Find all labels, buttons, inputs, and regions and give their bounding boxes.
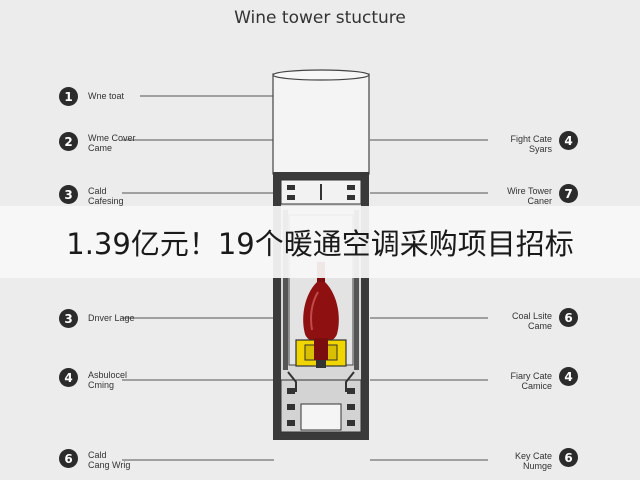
- callout-badge: 3: [59, 185, 78, 204]
- banner-text: 1.39亿元！19个暖通空调采购项目招标: [66, 227, 574, 261]
- callout-label: Key Cate Numge: [514, 451, 552, 471]
- callout-badge: 2: [59, 132, 78, 151]
- callout-label: Fiary Cate Camice: [510, 371, 552, 391]
- callout-label: Wme Cover Came: [88, 133, 136, 153]
- callout-badge: 4: [559, 131, 578, 150]
- callout-label: Wne toat: [88, 91, 125, 101]
- callout-badge: 6: [559, 448, 578, 467]
- callout-label: Dnver Lage: [88, 313, 135, 323]
- callout-badge: 6: [559, 308, 578, 327]
- callout-label: Fight Cate Syars: [510, 134, 552, 154]
- callout-badge: 3: [59, 309, 78, 328]
- headline-banner: 1.39亿元！19个暖通空调采购项目招标: [0, 206, 640, 278]
- callout-label: Asbulocel Cming: [88, 370, 128, 390]
- callout-badge: 1: [59, 87, 78, 106]
- diagram-title: Wine tower stucture: [234, 8, 406, 28]
- bottle-holder: [295, 338, 347, 368]
- callout-label: Wire Tower Caner: [507, 186, 552, 206]
- callout-badge: 7: [559, 184, 578, 203]
- callout-badge: 4: [559, 367, 578, 386]
- callout-badge: 6: [59, 449, 78, 468]
- callout-badge: 4: [59, 368, 78, 387]
- glass-cylinder: [272, 69, 370, 175]
- leader-lines: [122, 95, 488, 461]
- callout-label: Coal Lsite Came: [511, 311, 552, 331]
- callout-label: Cald Cang Wrig: [88, 450, 131, 470]
- callout-label: Cald Cafesing: [88, 186, 124, 206]
